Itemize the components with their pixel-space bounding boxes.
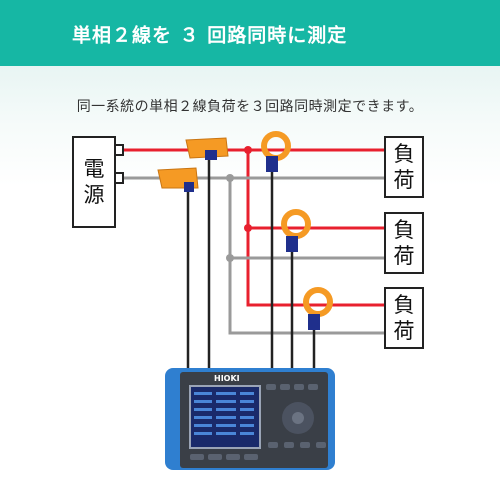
header-banner: 単相２線を ３ 回路同時に測定 [0, 0, 500, 66]
header-title: 単相２線を ３ 回路同時に測定 [72, 24, 348, 47]
current-clamp-icon [261, 131, 291, 172]
instrument-brand: HIOKI [214, 374, 240, 383]
load-char-2: 荷 [393, 168, 415, 192]
junction-dot [226, 174, 234, 182]
description-text: 同一系統の単相２線負荷を３回路同時測定できます。 [76, 99, 424, 115]
junction-dot [244, 224, 252, 232]
junction-dot [226, 254, 234, 262]
load-char-1: 負 [393, 142, 415, 166]
load-box-3: 負 荷 [384, 287, 424, 349]
load-char-2: 荷 [393, 244, 415, 268]
load-box-1: 負 荷 [384, 136, 424, 198]
sense-leads [186, 160, 316, 372]
flexible-clamp-icon [185, 137, 229, 160]
load-char-2: 荷 [393, 319, 415, 343]
load-char-1: 負 [393, 293, 415, 317]
flexible-clamp-icon [157, 167, 199, 192]
power-analyzer-icon: HIOKI [165, 368, 335, 470]
load-box-2: 負 荷 [384, 212, 424, 274]
current-clamp-icon [281, 209, 311, 252]
power-source-char-1: 電 [83, 157, 105, 181]
neutral-wires [118, 176, 390, 335]
power-source-box: 電 源 [72, 136, 116, 228]
load-char-1: 負 [393, 218, 415, 242]
junction-dot [244, 146, 252, 154]
power-source-char-2: 源 [83, 183, 105, 207]
current-clamp-icon [303, 287, 333, 330]
